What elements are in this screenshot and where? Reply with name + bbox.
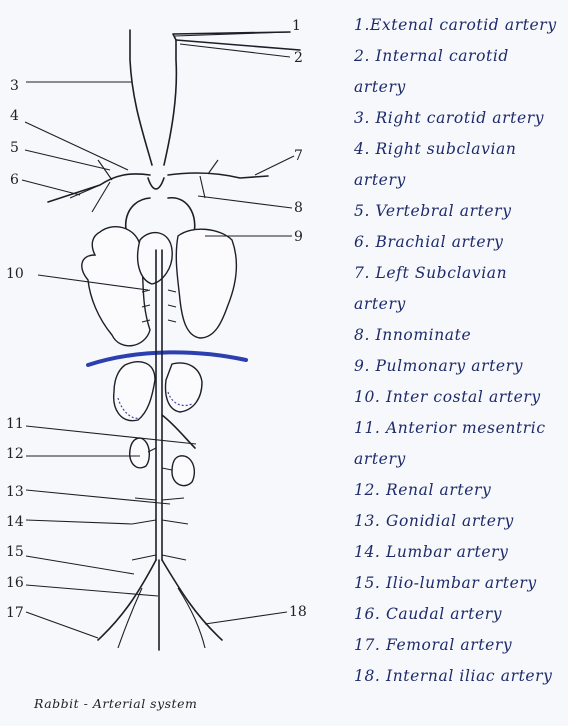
label-2: 2 <box>294 50 303 66</box>
legend-line: artery <box>354 78 406 96</box>
diaphragm <box>86 350 248 367</box>
legend-line: 18. Internal iliac artery <box>354 667 553 685</box>
legend-line: 7. Left Subclavian <box>354 264 508 282</box>
legend-line: artery <box>354 171 406 189</box>
arch-top <box>147 177 165 190</box>
artery-drawing: 1 2 3 4 5 6 7 8 9 10 11 12 13 14 15 16 1… <box>6 18 307 651</box>
right-kidney <box>129 437 151 469</box>
pointer-lines <box>21 31 295 639</box>
legend-line: 9. Pulmonary artery <box>354 357 524 375</box>
label-14: 14 <box>6 514 24 530</box>
label-13: 13 <box>6 484 24 500</box>
artery-legend: 1.Extenal carotid artery 2. Internal car… <box>354 10 568 692</box>
figure-caption: Rabbit - Arterial system <box>34 696 198 711</box>
label-1: 1 <box>292 18 301 34</box>
internal-iliac-right <box>177 587 206 649</box>
left-lung <box>175 228 237 339</box>
legend-line: 1.Extenal carotid artery <box>354 16 557 34</box>
legend-line: artery <box>354 295 406 313</box>
legend-line: 13. Gonidial artery <box>354 512 514 530</box>
legend-line: 12. Renal artery <box>354 481 492 499</box>
label-15: 15 <box>6 544 24 560</box>
legend-line: 6. Brachial artery <box>354 233 504 251</box>
left-branch <box>199 175 206 199</box>
left-common-iliac <box>97 559 157 641</box>
legend-line: 15. Ilio-lumbar artery <box>354 574 537 592</box>
right-vertebral <box>97 159 113 181</box>
legend-line: 11. Anterior mesentric <box>354 419 546 437</box>
left-carotid <box>163 39 178 166</box>
internal-carotid <box>175 39 301 51</box>
label-17: 17 <box>6 605 24 621</box>
legend-line: 10. Inter costal artery <box>354 388 541 406</box>
label-8: 8 <box>294 200 303 216</box>
legend-line: 17. Femoral artery <box>354 636 513 654</box>
label-7: 7 <box>294 148 303 164</box>
liver-lobe-left <box>164 362 203 413</box>
gonadal <box>134 497 185 501</box>
label-9: 9 <box>294 229 303 245</box>
external-carotid <box>172 31 291 41</box>
left-subclavian <box>167 172 269 179</box>
legend-line: artery <box>354 450 406 468</box>
label-10: 10 <box>6 266 24 282</box>
label-3: 3 <box>10 78 19 94</box>
legend-line: 16. Caudal artery <box>354 605 503 623</box>
left-kidney <box>171 455 196 487</box>
anterior-mesenteric <box>161 414 196 449</box>
legend-line: 14. Lumbar artery <box>354 543 509 561</box>
label-12: 12 <box>6 446 24 462</box>
right-common-iliac <box>161 559 223 641</box>
right-subclavian <box>47 173 151 203</box>
ilio-lumbar <box>131 554 187 561</box>
renal-arteries <box>147 447 173 471</box>
intercostals <box>141 289 177 323</box>
legend-line: 5. Vertebral artery <box>354 202 512 220</box>
internal-iliac-left <box>117 587 143 649</box>
liver-lobe-right <box>113 361 156 422</box>
right-branch-lower <box>91 181 111 213</box>
legend-line: 3. Right carotid artery <box>354 109 545 127</box>
label-6: 6 <box>10 172 19 188</box>
heart <box>136 231 173 285</box>
label-18: 18 <box>289 604 307 620</box>
label-5: 5 <box>10 140 19 156</box>
right-carotid <box>129 29 153 166</box>
legend-line: 8. Innominate <box>354 326 472 344</box>
label-11: 11 <box>6 416 24 432</box>
label-4: 4 <box>10 108 19 124</box>
legend-line: 2. Internal carotid <box>354 47 509 65</box>
legend-line: 4. Right subclavian <box>354 140 517 158</box>
label-16: 16 <box>6 575 24 591</box>
left-vertebral <box>207 159 219 175</box>
right-brachial <box>69 184 101 199</box>
lumbar <box>131 519 189 525</box>
